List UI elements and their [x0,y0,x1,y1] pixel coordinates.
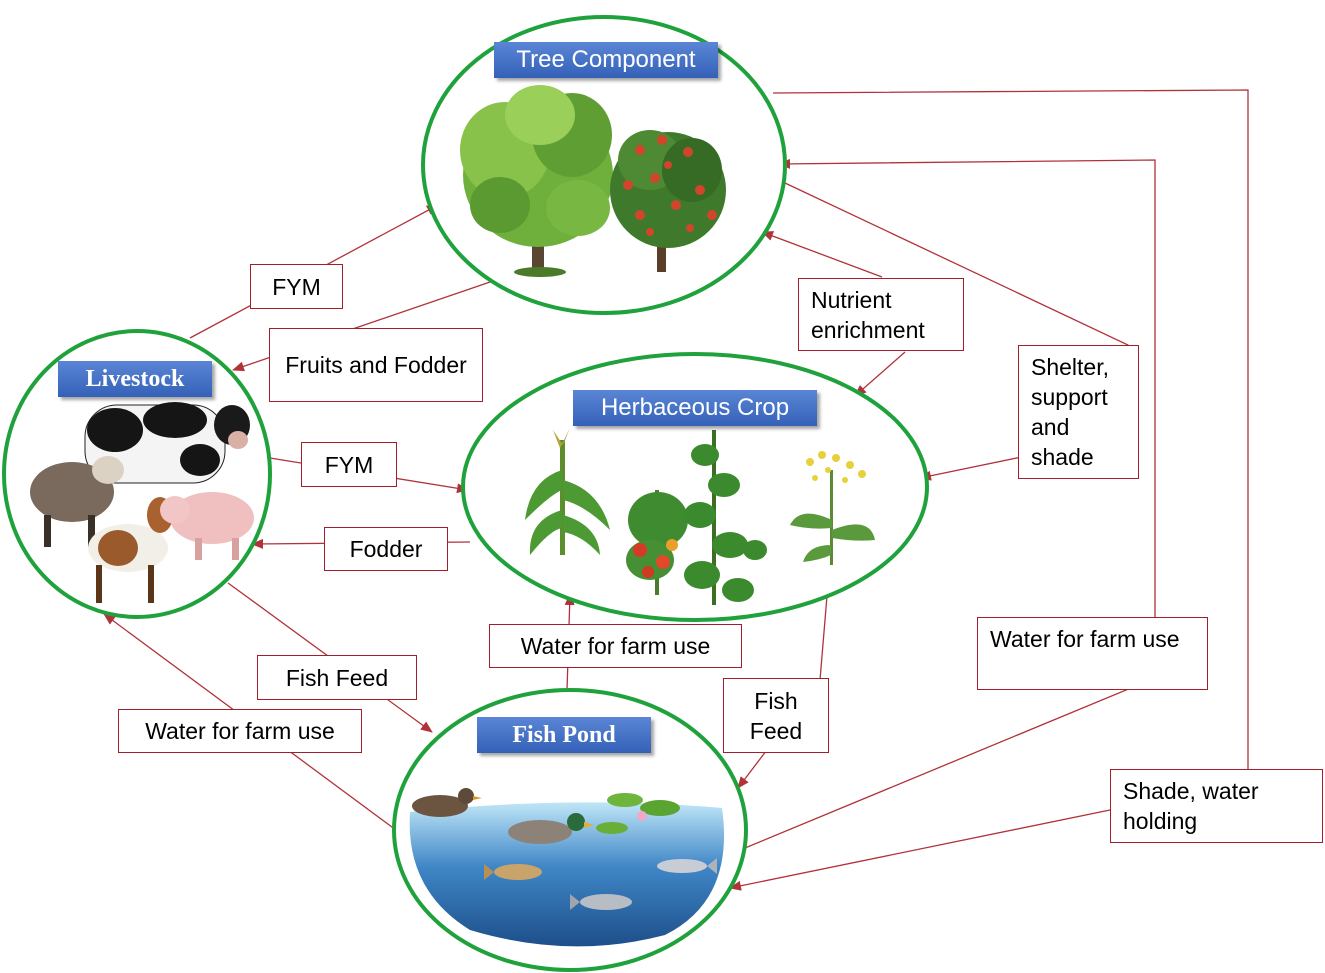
tree-icon [460,85,726,277]
arrow-pond-to-tree-water [744,158,1156,849]
label-fym-livestock-to-crop: FYM [301,442,397,487]
herbaceous-crop-title: Herbaceous Crop [573,390,817,426]
fish-pond-title: Fish Pond [477,717,651,753]
pond-fish-ducks-icon [409,788,725,947]
label-shelter-support-shade: Shelter, support and shade [1018,345,1139,479]
label-fruits-and-fodder: Fruits and Fodder [269,328,483,402]
label-water-pond-to-crop: Water for farm use [489,624,742,668]
label-shade-water-holding: Shade, water holding [1110,769,1323,843]
label-water-pond-to-tree: Water for farm use [977,617,1208,690]
arrow-nutrient-to-crop [854,351,906,397]
arrow-crop-to-tree-nutrient [761,231,883,278]
livestock-title: Livestock [58,361,212,397]
label-fish-feed-crop: Fish Feed [723,678,829,753]
crop-plants-icon [525,428,875,605]
label-fish-feed-livestock: Fish Feed [257,655,417,700]
label-water-pond-to-livestock: Water for farm use [118,709,362,753]
livestock-animals-icon [30,402,254,603]
label-fodder: Fodder [324,527,448,571]
label-fym-livestock-to-tree: FYM [250,264,343,309]
label-nutrient-enrichment: Nutrient enrichment [798,278,964,351]
tree-component-title: Tree Component [494,42,718,78]
